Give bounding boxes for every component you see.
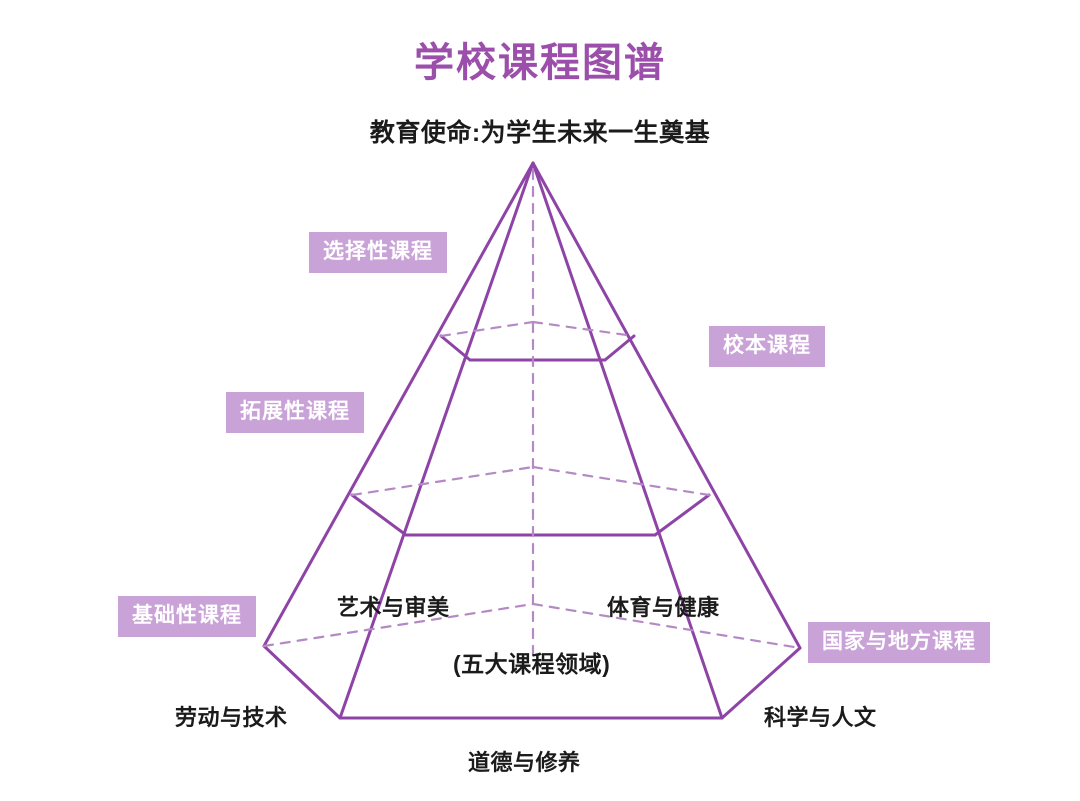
edge-apex-to-base-right (531, 161, 802, 650)
base-back-left-dashed-edge (262, 602, 535, 648)
badge-school-based-curriculum[interactable]: 校本课程 (709, 326, 825, 367)
tier-top-left-edge (439, 334, 472, 362)
base-right-edge (720, 646, 802, 720)
base-left-edge (262, 644, 342, 720)
tier-middle-left-edge (350, 493, 408, 537)
badge-foundational-curriculum[interactable]: 基础性课程 (118, 596, 256, 637)
tier-middle-right-edge (653, 493, 711, 537)
page-subtitle: 教育使命:为学生未来一生奠基 (369, 119, 711, 147)
tier-top-right-edge (603, 334, 636, 362)
tier-middle-back-left-dashed-edge (350, 465, 535, 497)
tier-top-back-left-dashed-edge (439, 320, 535, 338)
domain-label-art-aesthetics: 艺术与审美 (337, 595, 450, 620)
domain-label-science-humanities: 科学与人文 (764, 705, 877, 730)
page-title: 学校课程图谱 (414, 41, 666, 85)
center-note-five-domains: (五大课程领域) (453, 651, 611, 677)
tier-middle-back-right-dashed-edge (531, 465, 711, 497)
domain-label-morality-cultivation: 道德与修养 (468, 750, 581, 775)
edge-apex-to-base-front-right (531, 161, 724, 720)
badge-national-local-curriculum[interactable]: 国家与地方课程 (808, 622, 990, 663)
badge-selective-curriculum[interactable]: 选择性课程 (309, 232, 447, 273)
domain-label-labor-technology: 劳动与技术 (175, 705, 288, 730)
domain-label-physical-health: 体育与健康 (607, 595, 720, 620)
edge-apex-to-base-left (262, 161, 535, 648)
badge-extension-curriculum[interactable]: 拓展性课程 (226, 392, 364, 433)
base-back-right-dashed-edge (531, 602, 802, 650)
edge-apex-to-base-front-left (338, 161, 535, 720)
tier-top-back-right-dashed-edge (531, 320, 636, 338)
